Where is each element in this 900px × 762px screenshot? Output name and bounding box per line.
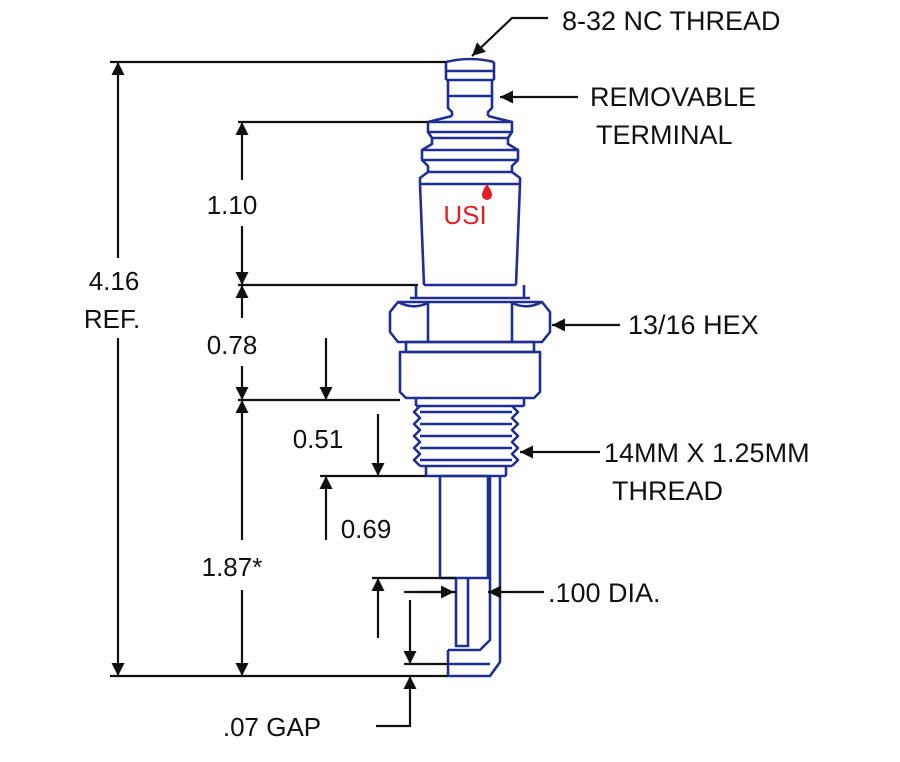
spark-plug-outline xyxy=(388,57,552,678)
callout-dia: .100 DIA. xyxy=(548,578,661,608)
insulator-ribs xyxy=(418,114,522,186)
dimension-lines xyxy=(110,16,620,728)
center-electrode xyxy=(454,578,470,648)
callout-thread-top: 8-32 NC THREAD xyxy=(562,6,781,36)
dim-thread-value: 0.51 xyxy=(293,424,344,454)
brand-text: USI xyxy=(443,200,486,230)
dimension-labels: 4.16 REF. 1.10 0.78 0.51 0.69 1.87* .07 … xyxy=(84,190,391,742)
usi-logo: USI xyxy=(443,184,492,230)
leader-thread-top xyxy=(471,16,548,57)
dim-gap-arrow xyxy=(376,676,417,728)
ground-electrode xyxy=(446,476,502,678)
insulator-nose xyxy=(438,474,490,580)
gasket xyxy=(404,340,536,354)
hex-nut xyxy=(388,300,552,344)
callout-terminal-line2: TERMINAL xyxy=(596,120,733,150)
seat-body xyxy=(398,350,542,408)
dim-overall-ref: REF. xyxy=(84,304,140,334)
top-terminal-nut xyxy=(444,57,496,82)
callout-terminal-line1: REMOVABLE xyxy=(590,82,756,112)
dim-gap-value: .07 GAP xyxy=(223,712,321,742)
callout-hex: 13/16 HEX xyxy=(628,310,759,340)
callout-thread-line1: 14MM X 1.25MM xyxy=(604,438,810,468)
insulator-body xyxy=(418,183,522,287)
callout-thread-line2: THREAD xyxy=(612,476,723,506)
terminal-stem xyxy=(446,80,494,116)
callout-labels: 8-32 NC THREAD REMOVABLE TERMINAL 13/16 … xyxy=(548,6,810,608)
dim-overall-value: 4.16 xyxy=(89,266,140,296)
threaded-shell xyxy=(412,405,520,478)
hex-collar xyxy=(410,285,530,300)
dim-electrode-value: 1.87* xyxy=(202,552,263,582)
flame-drop-icon xyxy=(482,184,492,200)
dim-terminal-value: 1.10 xyxy=(207,190,258,220)
dim-insulator-value: 0.69 xyxy=(341,514,392,544)
dim-hex-value: 0.78 xyxy=(207,330,258,360)
